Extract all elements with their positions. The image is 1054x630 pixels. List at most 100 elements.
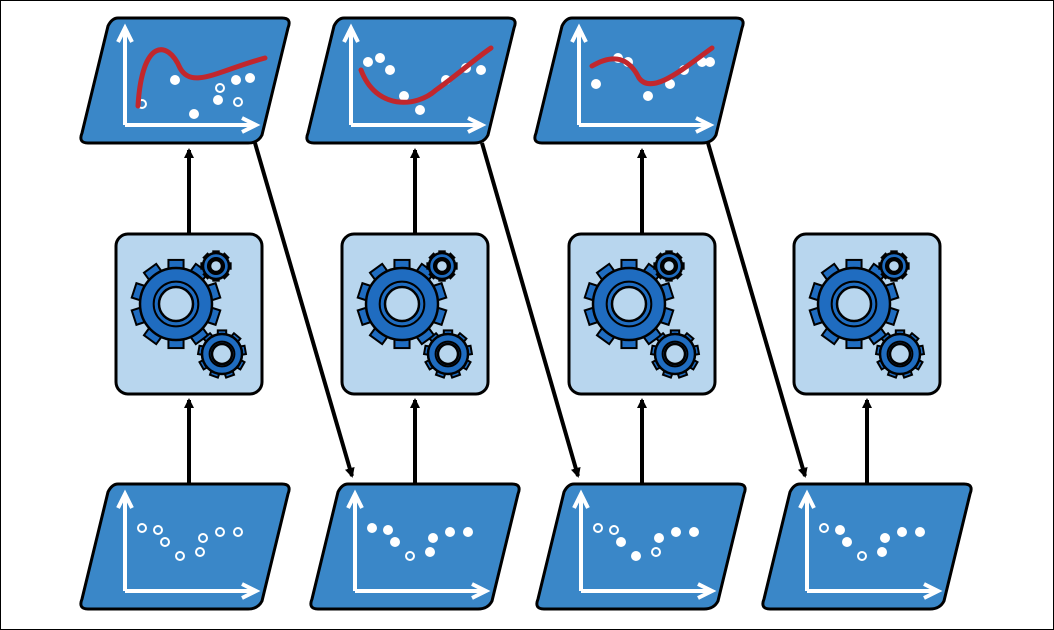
y-axis-arrow-icon	[572, 489, 590, 509]
data-point	[819, 523, 829, 533]
small-gear-icon	[653, 250, 685, 282]
x-axis-arrow-icon	[695, 116, 715, 134]
gear-hole	[610, 285, 648, 323]
model-box-3	[567, 232, 717, 396]
data-point	[445, 527, 455, 537]
gears-icon	[583, 250, 701, 379]
large-gear-icon	[356, 258, 448, 350]
data-point	[233, 527, 243, 537]
data-point	[170, 75, 180, 85]
y-axis-arrow-icon	[342, 23, 360, 43]
data-point	[705, 57, 715, 67]
input-panel-2	[309, 482, 521, 611]
y-axis-arrow-icon	[116, 23, 134, 43]
data-point	[428, 533, 438, 543]
data-point	[153, 525, 163, 535]
model-box-4	[792, 232, 942, 396]
data-point	[215, 83, 225, 93]
prediction-panel-1	[79, 16, 291, 145]
data-point	[835, 525, 845, 535]
small-gear-icon	[200, 250, 232, 282]
prediction-panel-3	[533, 16, 745, 145]
model-box-1	[114, 232, 264, 396]
x-axis-arrow-icon	[467, 116, 487, 134]
gears-icon	[130, 250, 248, 379]
data-point	[609, 525, 619, 535]
input-panel-1	[79, 482, 291, 611]
data-point	[198, 533, 208, 543]
data-point	[367, 523, 377, 533]
data-point	[425, 547, 435, 557]
data-point	[476, 65, 486, 75]
data-point	[405, 551, 415, 561]
small-gear-icon	[426, 250, 458, 282]
gears-icon	[808, 250, 926, 379]
data-point	[880, 533, 890, 543]
data-point	[897, 527, 907, 537]
panel-shape	[79, 16, 291, 145]
input-panel-3	[535, 482, 747, 611]
prediction-panel-2	[305, 16, 517, 145]
gear-hole	[383, 285, 421, 323]
data-point	[215, 527, 225, 537]
x-axis-arrow-icon	[241, 116, 261, 134]
panel-shape	[535, 482, 747, 611]
medium-gear-icon	[422, 329, 474, 379]
fitted-curve-icon	[358, 45, 494, 105]
data-point	[877, 547, 887, 557]
data-point	[415, 105, 425, 115]
gear-hole	[663, 342, 687, 366]
data-point	[671, 527, 681, 537]
data-point	[593, 523, 603, 533]
data-point	[189, 109, 199, 119]
data-point	[399, 91, 409, 101]
gear-hole	[434, 258, 450, 274]
y-axis-arrow-icon	[570, 23, 588, 43]
data-point	[245, 73, 255, 83]
gear-hole	[661, 258, 677, 274]
data-point	[591, 79, 601, 89]
arrow-residual-1	[253, 142, 355, 478]
panel-shape	[305, 16, 517, 145]
data-point	[137, 523, 147, 533]
data-point	[689, 527, 699, 537]
data-point	[616, 537, 626, 547]
gear-hole	[888, 342, 912, 366]
fitted-curve-icon	[135, 47, 268, 109]
x-axis-arrow-icon	[471, 582, 491, 600]
y-axis-arrow-icon	[798, 489, 816, 509]
gear-hole	[436, 342, 460, 366]
large-gear-icon	[808, 258, 900, 350]
x-axis-arrow-icon	[923, 582, 943, 600]
data-point	[231, 75, 241, 85]
gear-hole	[208, 258, 224, 274]
data-point	[213, 95, 223, 105]
data-point	[385, 65, 395, 75]
data-point	[665, 79, 675, 89]
data-point	[390, 537, 400, 547]
data-point	[842, 537, 852, 547]
large-gear-icon	[130, 258, 222, 350]
gears-icon	[356, 250, 474, 379]
data-point	[651, 547, 661, 557]
data-point	[915, 527, 925, 537]
medium-gear-icon	[649, 329, 701, 379]
y-axis-arrow-icon	[346, 489, 364, 509]
input-panel-4	[761, 482, 973, 611]
data-point	[160, 537, 170, 547]
medium-gear-icon	[874, 329, 926, 379]
data-point	[857, 551, 867, 561]
arrow-residual-2	[480, 142, 581, 478]
small-gear-icon	[878, 250, 910, 282]
data-point	[383, 525, 393, 535]
panel-shape	[761, 482, 973, 611]
arrow-residual-3	[706, 142, 808, 478]
gear-hole	[886, 258, 902, 274]
data-point	[654, 533, 664, 543]
data-point	[463, 527, 473, 537]
data-point	[363, 57, 373, 67]
data-point	[643, 91, 653, 101]
data-point	[195, 547, 205, 557]
gear-hole	[210, 342, 234, 366]
